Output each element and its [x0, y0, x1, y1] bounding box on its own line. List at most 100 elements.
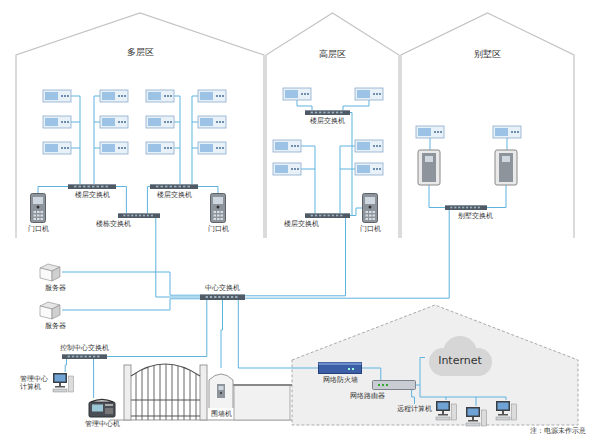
- monitor-button: [376, 168, 378, 170]
- indoor-monitors: [43, 88, 521, 175]
- monitor-screen: [285, 90, 298, 98]
- device-label: 楼栋交换机: [96, 220, 131, 228]
- indoor-monitor: [355, 88, 383, 100]
- indoor-monitor: [283, 88, 311, 100]
- gate-bars: [136, 350, 196, 420]
- monitor-button: [297, 168, 299, 170]
- zone-title: 高层区: [319, 49, 346, 60]
- sw-icon: [305, 110, 350, 115]
- monitor-button: [67, 147, 69, 149]
- network-cable: [38, 187, 68, 194]
- monitor-wires: [71, 96, 507, 406]
- gate-pillar: [124, 365, 131, 420]
- zone-icon: [15, 10, 265, 238]
- monitor-button: [373, 168, 375, 170]
- pc-icon: [52, 372, 74, 394]
- indoor-monitor: [146, 90, 174, 102]
- device-label: 别墅交换机: [458, 212, 493, 220]
- monitor-button: [291, 145, 293, 147]
- indoor-monitor: [493, 126, 521, 138]
- device-label: 管理中心机: [85, 420, 120, 428]
- monitor-button: [121, 147, 123, 149]
- monitor-screen: [148, 144, 161, 152]
- monitor-button: [124, 121, 126, 123]
- door-node: 门口机: [362, 193, 378, 223]
- device-label: 门口机: [208, 225, 229, 233]
- mgr-node: 管理中心机: [88, 398, 116, 418]
- monitor-screen: [418, 128, 431, 136]
- device-label: 楼层交换机: [284, 220, 319, 228]
- device-label: 服务器: [45, 322, 66, 330]
- monitor-button: [67, 95, 69, 97]
- network-cable: [107, 300, 207, 357]
- monitor-button: [376, 145, 378, 147]
- monitor-button: [118, 121, 120, 123]
- network-cable: [221, 300, 223, 368]
- zone-house: 别墅区别墅交换机: [400, 10, 575, 238]
- wallm-icon: [208, 368, 234, 408]
- monitor-button: [118, 147, 120, 149]
- monitor-button: [67, 121, 69, 123]
- indoor-monitor: [198, 116, 226, 128]
- monitor-button: [434, 131, 436, 133]
- monitor-button: [170, 147, 172, 149]
- server-node: 服务器: [38, 262, 62, 282]
- monitor-screen: [148, 92, 161, 100]
- indoor-monitor: [355, 163, 383, 175]
- device-label: 网络路由器: [350, 392, 385, 400]
- monitor-button: [437, 131, 439, 133]
- monitor-button: [291, 168, 293, 170]
- monitor-button: [297, 145, 299, 147]
- monitor-screen: [357, 90, 370, 98]
- network-cable: [245, 218, 346, 296]
- monitor-button: [124, 147, 126, 149]
- indoor-monitor: [100, 142, 128, 154]
- sw-node: 楼层交换机: [305, 110, 350, 115]
- monitor-screen: [45, 118, 58, 126]
- monitor-screen: [200, 92, 213, 100]
- monitor-button: [167, 147, 169, 149]
- monitor-button: [118, 95, 120, 97]
- router-icon: [372, 380, 416, 390]
- network-cable: [198, 187, 218, 194]
- indoor-monitor: [198, 142, 226, 154]
- monitor-button: [294, 168, 296, 170]
- sw-icon: [68, 184, 116, 189]
- monitor-button: [167, 95, 169, 97]
- sw-node: 楼层交换机: [68, 184, 116, 189]
- cloud-node: Internet: [425, 335, 495, 380]
- monitor-button: [307, 93, 309, 95]
- monitor-button: [222, 147, 224, 149]
- monitor-screen: [200, 118, 213, 126]
- wall-coping: [232, 384, 292, 386]
- network-cable: [62, 299, 200, 310]
- mgr-icon: [88, 398, 116, 418]
- device-label: 楼层交换机: [75, 191, 110, 199]
- remote-computers: [436, 401, 517, 426]
- door-icon: [210, 193, 226, 223]
- network-cable: [416, 358, 425, 386]
- server-icon: [38, 262, 62, 282]
- monitor-button: [373, 93, 375, 95]
- monitor-button: [219, 121, 221, 123]
- indoor-monitor: [100, 116, 128, 128]
- monitor-button: [379, 145, 381, 147]
- monitor-button: [379, 168, 381, 170]
- monitor-button: [121, 95, 123, 97]
- monitor-button: [376, 93, 378, 95]
- server-icon: [38, 300, 62, 320]
- monitor-screen: [102, 92, 115, 100]
- monitor-screen: [357, 165, 370, 173]
- network-cable: [350, 113, 352, 216]
- indoor-monitor: [273, 163, 301, 175]
- monitor-button: [124, 95, 126, 97]
- monitor-button: [164, 121, 166, 123]
- network-cable: [156, 218, 200, 297]
- device-label: 服务器: [45, 284, 66, 292]
- indoor-monitor: [43, 90, 71, 102]
- device-label: 楼层交换机: [157, 191, 192, 199]
- device-label: 管理中心计算机: [20, 375, 49, 392]
- sw-node: 别墅交换机: [445, 205, 487, 210]
- device-label: Internet: [438, 354, 482, 367]
